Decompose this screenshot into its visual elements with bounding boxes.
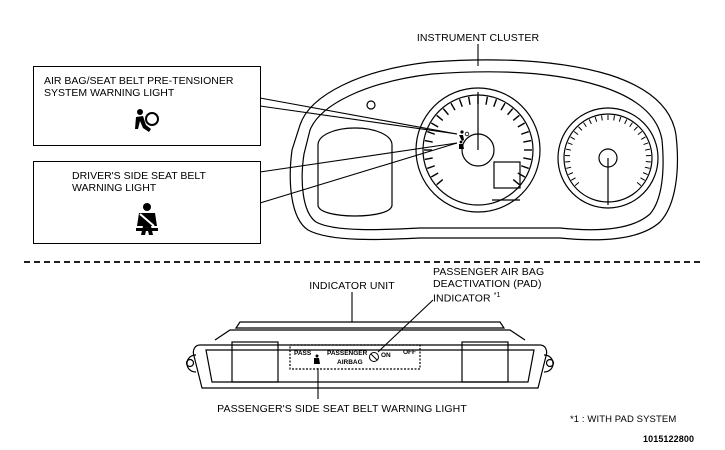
gauge-tick [565, 148, 571, 151]
gauge-tick [643, 142, 649, 146]
gauge-tick [601, 115, 603, 121]
pad-footnote-mark: *1 [493, 292, 501, 299]
leader-pad-indicator [377, 299, 434, 353]
gauge-tick [642, 172, 648, 176]
gauge-tick [493, 99, 498, 108]
gauge-tick [568, 172, 574, 176]
pad-label-line3-text: INDICATOR [433, 292, 491, 305]
gauge-tick [566, 166, 572, 169]
gauge-tick [588, 119, 592, 125]
gauge-tick [517, 172, 526, 178]
driver-seatbelt-label: DRIVER'S SIDE SEAT BELT WARNING LIGHT [72, 170, 206, 194]
speedo-ticks [565, 115, 651, 187]
gauge-tick [636, 182, 642, 187]
gauge-tick [485, 96, 489, 105]
leader-airbag-light [259, 97, 458, 135]
airbag-light-label-line2: SYSTEM WARNING LIGHT [44, 87, 175, 99]
gauge-tick [573, 131, 579, 135]
passenger-seatbelt-icon [314, 354, 320, 364]
airbag-warning-icon [135, 109, 159, 132]
pad-label-line1: PASSENGER AIR BAG [433, 266, 545, 278]
gauge-tick [520, 130, 529, 135]
seatbelt-icon [136, 203, 158, 235]
driver-seatbelt-label-line1: DRIVER'S SIDE SEAT BELT [72, 170, 206, 182]
gauge-tick [645, 148, 651, 151]
indicator-unit [185, 321, 555, 389]
tach-ticks [424, 96, 532, 186]
leader-driver-seatbelt [259, 142, 458, 204]
gauge-tick [637, 131, 643, 135]
gauge-tick [442, 108, 449, 116]
footnote: *1 : WITH PAD SYSTEM [570, 414, 677, 425]
airbag-light-label: AIR BAG/SEAT BELT PRE-TENSIONER SYSTEM W… [44, 75, 233, 99]
gauge-tick [578, 126, 583, 131]
gauge-tick [633, 126, 638, 131]
gauge-tick [507, 108, 514, 116]
panel-off-text: OFF [403, 349, 416, 356]
gauge-tick [618, 116, 622, 122]
gauge-tick [430, 122, 439, 128]
gauge-tick [594, 116, 598, 122]
gauge-tick [458, 99, 463, 108]
panel-pass-text: PASS [294, 350, 312, 357]
driver-seatbelt-label-line2: WARNING LIGHT [72, 182, 157, 194]
indicator-unit-label: INDICATOR UNIT [309, 280, 395, 292]
pad-off-icon [369, 352, 379, 362]
driver-seatbelt-callout: DRIVER'S SIDE SEAT BELT WARNING LIGHT [33, 161, 261, 244]
gauge-tick [512, 179, 520, 186]
gauge-tick [517, 122, 526, 128]
gauge-tick [640, 136, 646, 140]
gauge-tick [567, 142, 573, 146]
cluster-seatbelt-light [459, 140, 464, 149]
panel-airbag-text: AIRBAG [337, 359, 363, 366]
panel-on-text: ON [381, 352, 391, 359]
gauge-tick [427, 130, 436, 135]
gauge-tick [467, 96, 471, 105]
gauge-tick [523, 157, 532, 161]
indicator-leader-lines [317, 292, 434, 399]
passenger-seatbelt-label: PASSENGER'S SIDE SEAT BELT WARNING LIGHT [217, 403, 467, 415]
pad-label-line3: INDICATOR *1 [433, 290, 544, 305]
airbag-light-callout: AIR BAG/SEAT BELT PRE-TENSIONER SYSTEM W… [33, 66, 261, 146]
gauge-tick [436, 179, 444, 186]
gauge-tick [512, 114, 520, 121]
figure-id: 1015122800 [643, 434, 695, 444]
gauge-tick [629, 122, 633, 128]
pad-indicator-label: PASSENGER AIR BAG DEACTIVATION (PAD) IND… [433, 266, 544, 305]
gauge-tick [427, 165, 436, 170]
gauge-tick [450, 102, 456, 111]
gauge-tick [424, 139, 433, 143]
gauge-tick [644, 166, 650, 169]
gauge-tick [613, 115, 615, 121]
airbag-light-label-line1: AIR BAG/SEAT BELT PRE-TENSIONER [44, 75, 234, 87]
cluster-airbag-light [459, 130, 470, 141]
panel-passenger-text: PASSENGER [327, 350, 368, 357]
pad-label-line2: DEACTIVATION (PAD) [433, 278, 542, 290]
gauge-tick [520, 165, 529, 170]
gauge-tick [571, 177, 576, 181]
gauge-tick [500, 102, 506, 111]
gauge-tick [574, 182, 580, 187]
instrument-cluster [289, 59, 679, 241]
leader-lines [259, 44, 479, 204]
gauge-tick [430, 172, 439, 178]
instrument-cluster-label: INSTRUMENT CLUSTER [416, 32, 540, 44]
gauge-tick [640, 177, 645, 181]
gauge-tick [424, 157, 433, 161]
gauge-tick [523, 139, 532, 143]
gauge-tick [436, 114, 444, 121]
gauge-tick [570, 136, 576, 140]
gauge-tick [583, 122, 587, 128]
gauge-tick [624, 119, 628, 125]
